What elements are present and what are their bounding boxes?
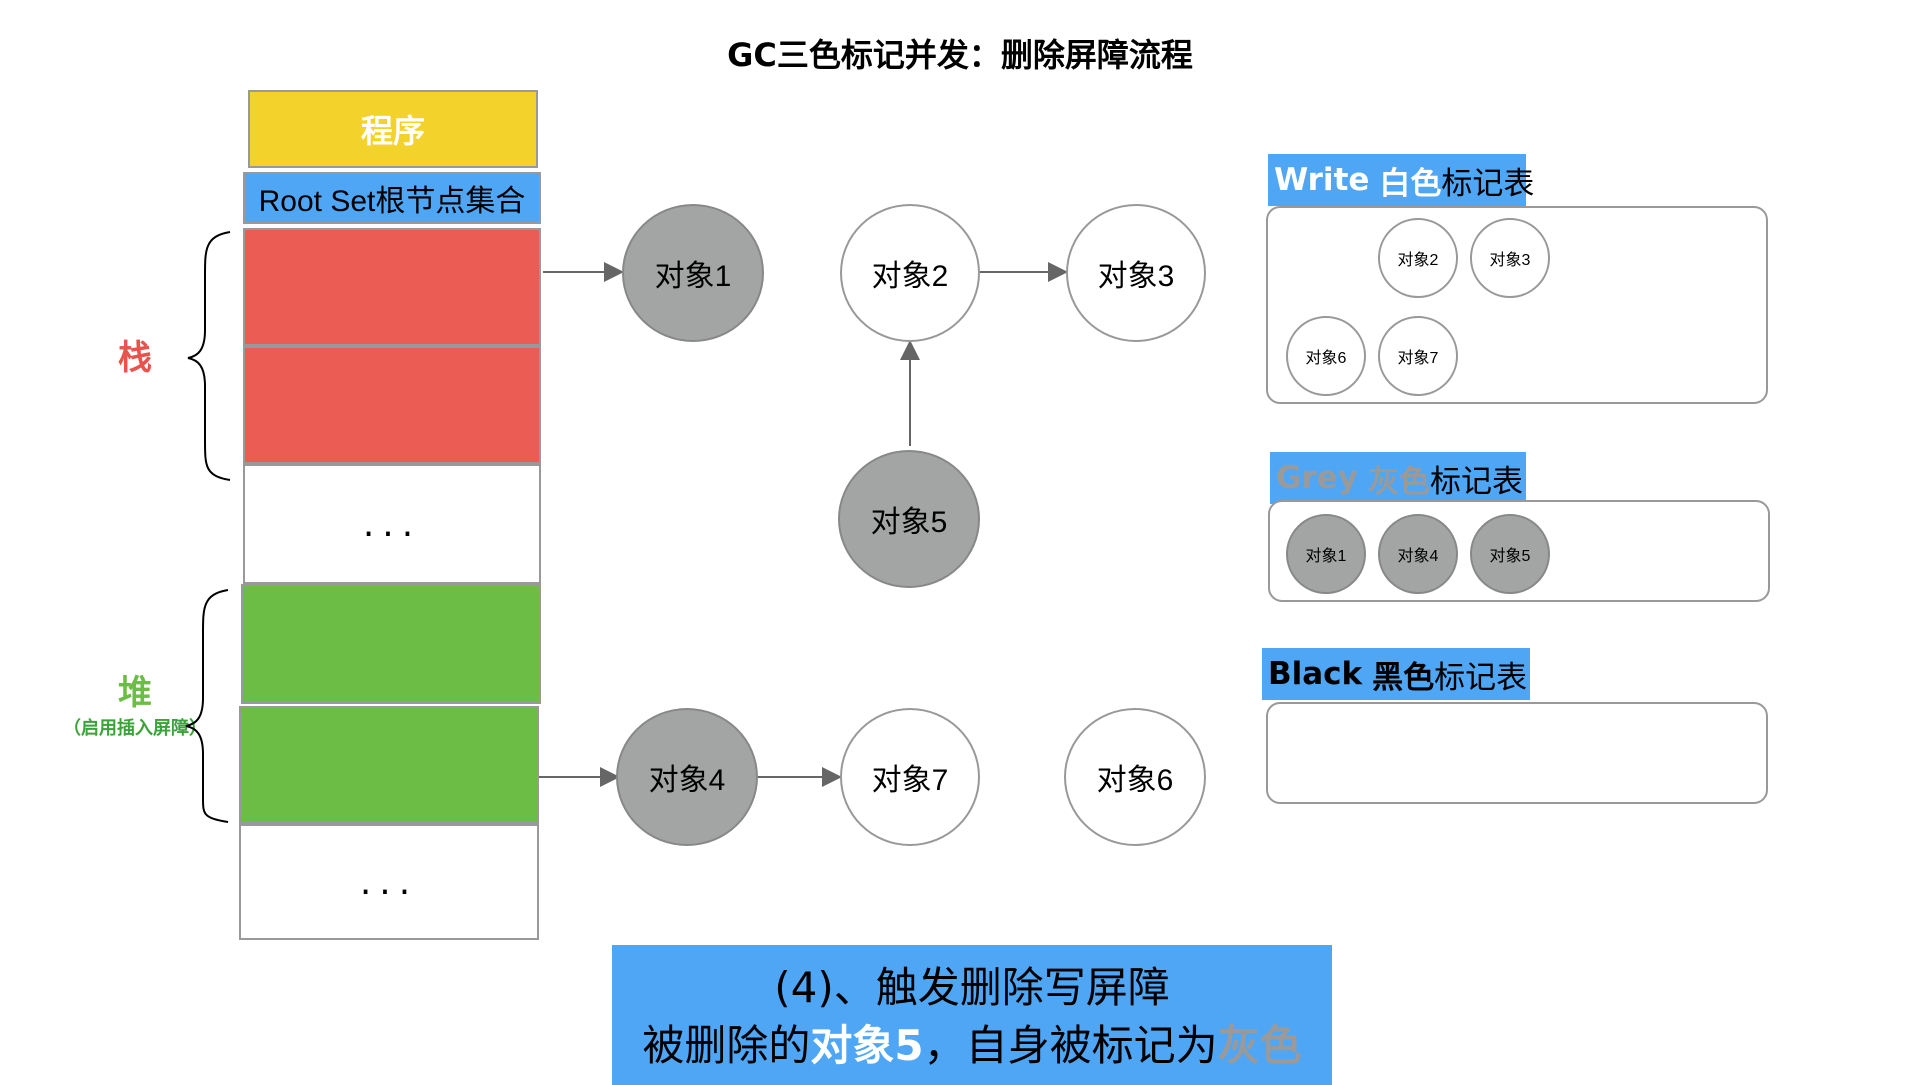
heap-brace [185, 589, 229, 823]
caption-part-d: 灰色 [1217, 1021, 1302, 1070]
heap-slot-1 [241, 584, 541, 704]
grey-table-header: Grey 灰色 标记表 [1270, 452, 1526, 504]
white-table-suffix: 标记表 [1441, 165, 1535, 202]
grey-table-box: 对象1 对象4 对象5 [1268, 500, 1770, 602]
caption-line-1: (4)、触发删除写屏障 [774, 963, 1170, 1012]
black-table-en: Black [1268, 656, 1363, 692]
stack-slot-1 [243, 228, 541, 346]
page-title: GC三色标记并发：删除屏障流程 [727, 36, 1193, 74]
white-table-header: Write 白色 标记表 [1268, 154, 1534, 206]
program-block: 程序 [248, 90, 538, 168]
black-table-box [1266, 702, 1768, 804]
heap-slot-2 [239, 706, 539, 824]
node-obj5: 对象5 [838, 450, 980, 588]
caption-part-c: ，自身被标记为 [923, 1021, 1218, 1070]
heap-label: 堆 [118, 673, 152, 713]
stack-slot-2 [243, 346, 541, 464]
grey-table-en: Grey [1276, 460, 1358, 496]
node-obj4: 对象4 [616, 708, 758, 846]
grey-table-suffix: 标记表 [1429, 463, 1523, 500]
node-obj7: 对象7 [840, 708, 980, 846]
node-obj1: 对象1 [622, 204, 764, 342]
black-table-header: Black 黑色 标记表 [1262, 648, 1530, 700]
node-obj6: 对象6 [1064, 708, 1206, 846]
black-table-color: 黑色 [1372, 659, 1435, 696]
root-set-header: Root Set根节点集合 [243, 172, 541, 224]
white-item-1: 对象2 [1378, 218, 1458, 298]
step-caption: (4)、触发删除写屏障 被删除的对象5，自身被标记为灰色 [612, 945, 1332, 1085]
white-table-box: 对象2 对象3 对象6 对象7 [1266, 206, 1768, 404]
caption-part-b: 对象5 [810, 1021, 924, 1070]
white-item-4: 对象7 [1378, 316, 1458, 396]
caption-line-2: 被删除的对象5，自身被标记为灰色 [612, 1017, 1332, 1075]
grey-table-color: 灰色 [1367, 463, 1430, 500]
caption-part-a: 被删除的 [642, 1021, 811, 1070]
node-obj3: 对象3 [1066, 204, 1206, 342]
black-table-suffix: 标记表 [1434, 659, 1528, 696]
white-item-3: 对象6 [1286, 316, 1366, 396]
white-table-color: 白色 [1379, 165, 1442, 202]
stack-label: 栈 [118, 338, 152, 378]
grey-item-1: 对象1 [1286, 514, 1366, 594]
heap-sublabel: （启用插入屏障） [63, 718, 207, 739]
stack-ellipsis: ... [243, 464, 541, 584]
white-item-2: 对象3 [1470, 218, 1550, 298]
grey-item-3: 对象5 [1470, 514, 1550, 594]
white-table-en: Write [1274, 162, 1370, 198]
node-obj2: 对象2 [840, 204, 980, 342]
grey-item-2: 对象4 [1378, 514, 1458, 594]
stack-brace [187, 231, 231, 481]
heap-ellipsis: ... [239, 824, 539, 940]
